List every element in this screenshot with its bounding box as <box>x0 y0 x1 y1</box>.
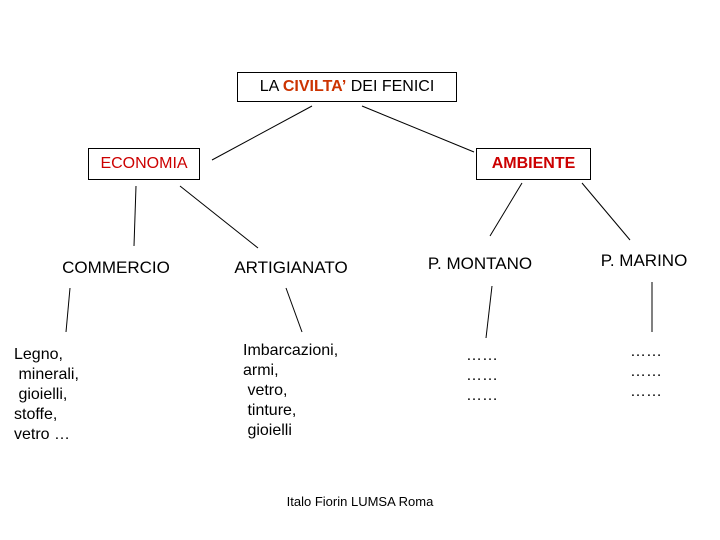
link-ambiente-marino <box>581 182 631 241</box>
link-artigianato-detail <box>285 287 303 333</box>
link-montano-detail <box>485 285 493 339</box>
artigianato-detail-node: Imbarcazioni, armi, vetro, tinture, gioi… <box>238 338 362 454</box>
marino-detail-node: …… …… …… <box>616 340 676 414</box>
link-commercio-detail <box>65 287 71 333</box>
link-title-economia <box>211 105 313 161</box>
link-economia-artigianato <box>179 185 259 249</box>
title-node: LA CIVILTA’ DEI FENICI <box>237 72 457 102</box>
ambiente-node: AMBIENTE <box>476 148 591 180</box>
marino-node: P. MARINO <box>588 245 700 279</box>
economia-node: ECONOMIA <box>88 148 200 180</box>
commercio-node: COMMERCIO <box>50 252 182 286</box>
montano-node: P. MONTANO <box>412 248 548 282</box>
artigianato-node: ARTIGIANATO <box>222 252 360 286</box>
author-credit: Italo Fiorin LUMSA Roma <box>286 494 434 509</box>
montano-detail-node: …… …… …… <box>452 344 512 416</box>
link-ambiente-montano <box>489 182 523 237</box>
title-prefix: LA <box>259 78 283 95</box>
link-economia-commercio <box>133 185 137 247</box>
link-title-ambiente <box>361 105 475 153</box>
title-suffix: DEI FENICI <box>346 78 435 95</box>
title-highlight: CIVILTA’ <box>282 78 347 95</box>
commercio-detail-node: Legno, minerali, gioielli, stoffe, vetro… <box>8 342 98 456</box>
